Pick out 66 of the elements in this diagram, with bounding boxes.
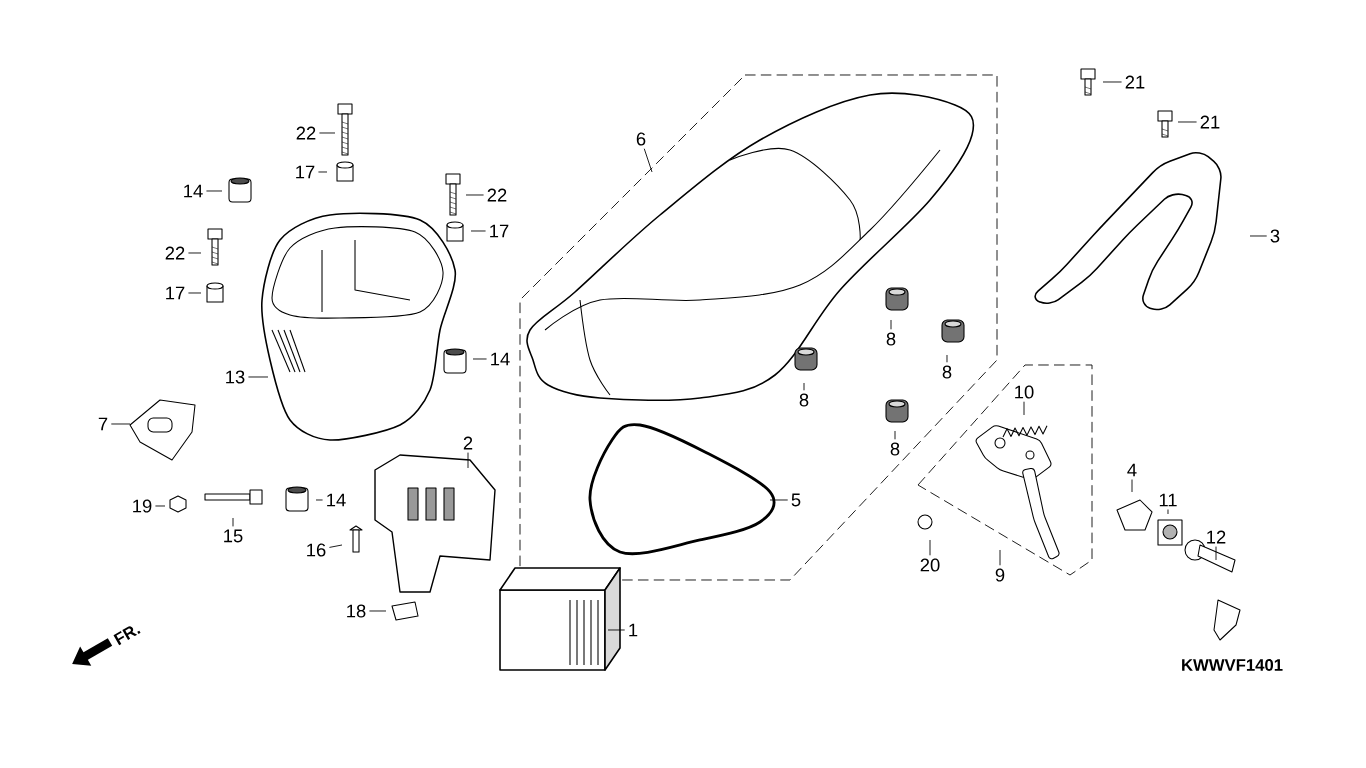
callout-number: 8 bbox=[890, 442, 900, 456]
leader-line bbox=[472, 358, 487, 360]
callout-number: 12 bbox=[1207, 530, 1226, 544]
callout-number: 10 bbox=[1015, 385, 1034, 399]
callout-number: 17 bbox=[296, 165, 315, 179]
callout-number: 2 bbox=[463, 436, 473, 450]
leader-line bbox=[467, 452, 469, 469]
callout-number: 11 bbox=[1159, 493, 1177, 507]
callout-number: 8 bbox=[799, 393, 809, 407]
callout-number: 21 bbox=[1200, 115, 1220, 129]
callout-number: 13 bbox=[226, 370, 245, 384]
callout-number: 5 bbox=[791, 493, 801, 507]
leader-line bbox=[155, 505, 166, 507]
callout-number: 7 bbox=[98, 417, 108, 431]
callout-number: 22 bbox=[165, 246, 185, 260]
leader-line bbox=[1167, 509, 1169, 515]
leader-line bbox=[110, 423, 131, 425]
callout-number: 4 bbox=[1127, 463, 1137, 477]
leader-line bbox=[1215, 546, 1217, 561]
callout-number: 3 bbox=[1270, 229, 1280, 243]
callout-number: 16 bbox=[307, 543, 326, 557]
callout-number: 1 bbox=[629, 623, 638, 637]
leader-line bbox=[946, 354, 948, 363]
callout-number: 14 bbox=[491, 352, 510, 366]
leader-line bbox=[803, 382, 805, 391]
callout-number: 14 bbox=[184, 184, 203, 198]
leader-line bbox=[232, 517, 234, 527]
callout-number: 8 bbox=[886, 332, 896, 346]
callout-number: 17 bbox=[166, 286, 185, 300]
leader-line bbox=[999, 549, 1001, 566]
leader-line bbox=[188, 252, 202, 254]
callout-number: 22 bbox=[487, 188, 507, 202]
leader-line bbox=[769, 499, 789, 501]
leader-line bbox=[1102, 81, 1122, 83]
leader-line bbox=[1177, 121, 1197, 123]
leader-line bbox=[1249, 235, 1268, 237]
leader-line bbox=[315, 499, 323, 501]
callout-number: 21 bbox=[1125, 75, 1145, 89]
callout-number: 18 bbox=[347, 604, 366, 618]
leader-line bbox=[607, 629, 626, 631]
callout-number: 15 bbox=[224, 529, 243, 543]
leader-line bbox=[206, 190, 223, 192]
callout-number: 22 bbox=[296, 126, 316, 140]
leader-line bbox=[929, 539, 931, 556]
callout-number: 14 bbox=[327, 493, 346, 507]
leader-line bbox=[1131, 479, 1133, 493]
diagram-code: KWWVF1401 bbox=[1182, 659, 1283, 671]
callout-number: 8 bbox=[942, 365, 952, 379]
callout-number: 6 bbox=[636, 132, 646, 146]
leader-line bbox=[1023, 401, 1025, 416]
leader-line bbox=[890, 319, 892, 330]
leader-line bbox=[318, 171, 328, 173]
direction-label: FR. bbox=[113, 626, 141, 646]
leader-line bbox=[470, 230, 486, 232]
callout-number: 9 bbox=[995, 568, 1005, 582]
leader-line bbox=[643, 148, 653, 173]
leader-line bbox=[248, 376, 269, 378]
leader-line bbox=[894, 430, 896, 440]
callout-number: 17 bbox=[490, 224, 509, 238]
leader-line bbox=[329, 544, 343, 548]
leader-line bbox=[188, 292, 202, 294]
callout-number: 20 bbox=[920, 558, 940, 572]
leader-line bbox=[369, 610, 387, 612]
leader-line bbox=[465, 194, 484, 196]
leader-line bbox=[319, 132, 336, 134]
callout-number: 19 bbox=[133, 499, 152, 513]
